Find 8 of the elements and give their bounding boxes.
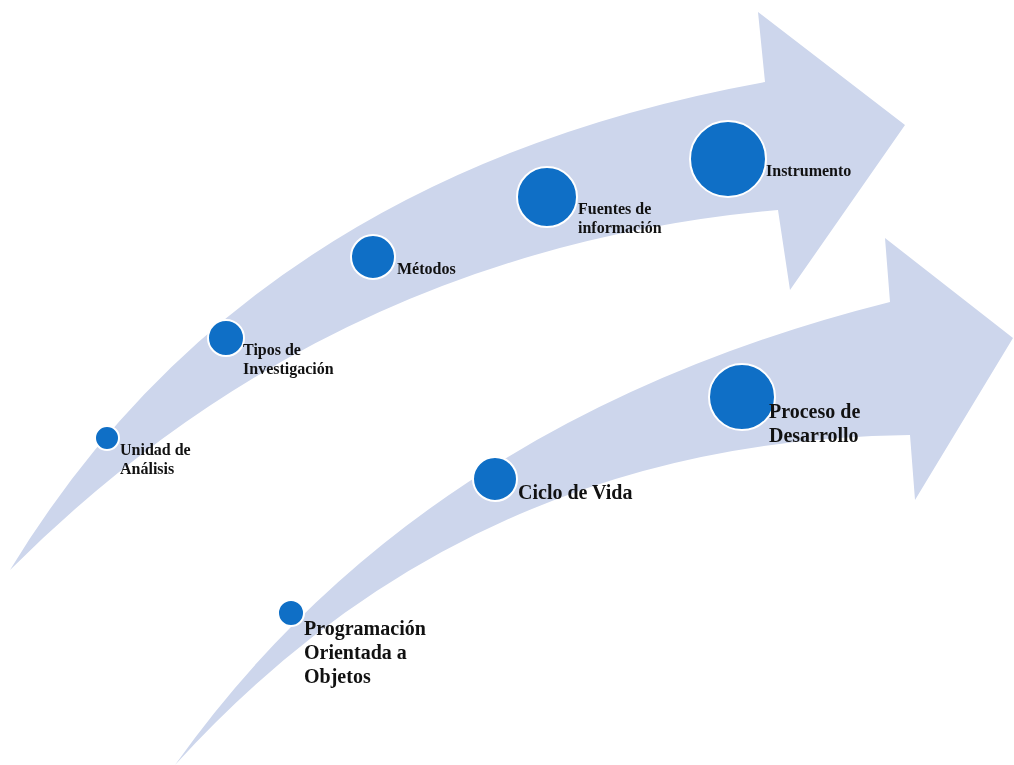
step-label: Instrumento: [766, 161, 853, 181]
step-label: Fuentes de información: [578, 199, 663, 238]
step-label: Programación Orientada a Objetos: [304, 616, 427, 688]
step-label: Tipos de Investigación: [243, 340, 335, 379]
step-label: Proceso de Desarrollo: [769, 399, 862, 447]
step-label: Métodos: [397, 259, 457, 279]
step-label: Ciclo de Vida: [518, 480, 634, 504]
step-label: Unidad de Análisis: [120, 440, 192, 479]
